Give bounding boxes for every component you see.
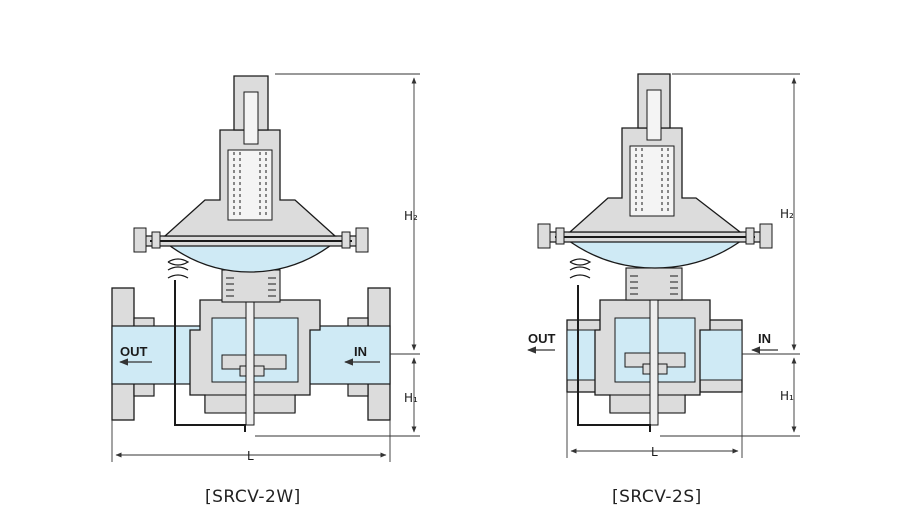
l-label: L bbox=[247, 449, 254, 463]
l-label: L bbox=[651, 445, 658, 459]
out-label: OUT bbox=[120, 344, 148, 359]
in-label: IN bbox=[758, 331, 771, 346]
out-label: OUT bbox=[528, 331, 556, 346]
caption-srcv-2w: [SRCV-2W] bbox=[205, 487, 301, 507]
pilot-tube bbox=[174, 280, 246, 432]
flange-bolts bbox=[133, 227, 369, 253]
valve-srcv-2s: OUT IN H₂ H₁ L bbox=[527, 73, 800, 459]
h1-label: H₁ bbox=[780, 389, 794, 403]
h2-label: H₂ bbox=[404, 209, 418, 223]
h2-label: H₂ bbox=[780, 207, 794, 221]
caption-srcv-2s: [SRCV-2S] bbox=[612, 487, 702, 507]
valve-srcv-2w: OUT IN H₂ H₁ L bbox=[111, 73, 420, 463]
in-label: IN bbox=[354, 344, 367, 359]
pilot-tube bbox=[577, 285, 651, 432]
flange-bolts bbox=[537, 223, 773, 249]
h1-label: H₁ bbox=[404, 391, 418, 405]
